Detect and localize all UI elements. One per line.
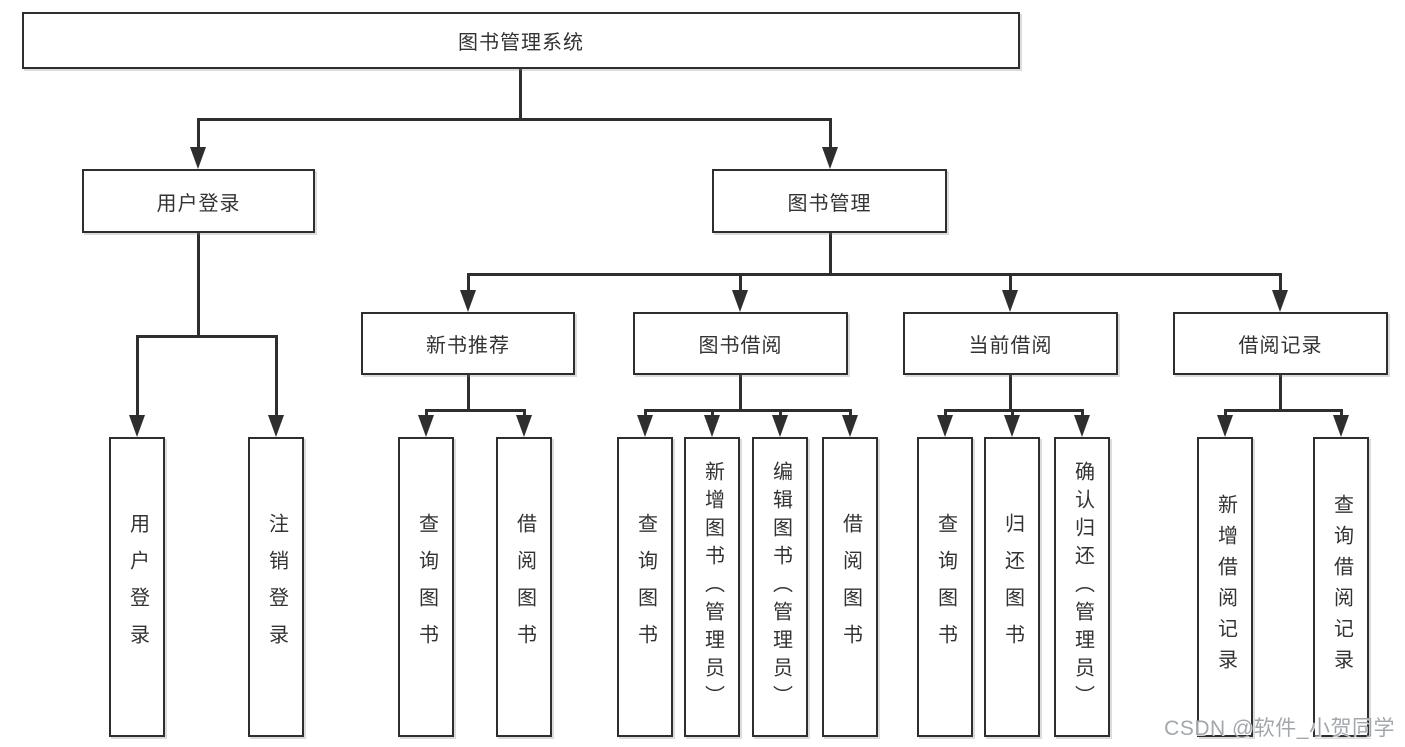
connector-line xyxy=(1340,409,1343,418)
connector-line xyxy=(1224,409,1343,412)
node-return-books: 归还图书 xyxy=(984,437,1040,737)
node-logout: 注销登录 xyxy=(248,437,304,737)
node-label: 查询图书 xyxy=(634,513,657,661)
node-query-books-borrow: 查询图书 xyxy=(617,437,673,737)
connector-line xyxy=(197,118,200,150)
node-new-book-recommendation: 新书推荐 xyxy=(361,312,575,375)
arrow-down-icon xyxy=(937,415,953,437)
connector-line xyxy=(1224,409,1227,418)
node-query-books-current: 查询图书 xyxy=(917,437,973,737)
arrow-down-icon xyxy=(190,147,206,169)
connector-line xyxy=(1081,409,1084,418)
node-label: 新书推荐 xyxy=(426,335,510,357)
node-label: 借阅图书 xyxy=(513,513,536,661)
connector-line xyxy=(944,409,1084,412)
connector-line xyxy=(739,273,742,292)
connector-line xyxy=(1009,375,1012,411)
connector-line xyxy=(779,409,782,418)
node-borrow-books-recommend: 借阅图书 xyxy=(496,437,552,737)
node-label: 归还图书 xyxy=(1001,513,1024,661)
node-label: 查询借阅记录 xyxy=(1330,494,1353,680)
arrow-down-icon xyxy=(822,147,838,169)
node-add-borrow-record: 新增借阅记录 xyxy=(1197,437,1253,737)
node-label: 借阅记录 xyxy=(1238,335,1323,357)
connector-line xyxy=(275,335,278,417)
connector-line xyxy=(829,233,832,275)
connector-line xyxy=(644,409,852,412)
node-user-login-group: 用户登录 xyxy=(82,169,315,233)
connector-line xyxy=(467,273,470,292)
connector-line xyxy=(1279,375,1282,411)
node-query-borrow-record: 查询借阅记录 xyxy=(1313,437,1369,737)
node-confirm-return-admin: 确认归还（管理员） xyxy=(1054,437,1110,737)
connector-line xyxy=(197,233,200,337)
arrow-down-icon xyxy=(1074,415,1090,437)
node-label: 当前借阅 xyxy=(968,335,1053,357)
arrow-down-icon xyxy=(268,415,284,437)
connector-line xyxy=(1279,273,1282,292)
arrow-down-icon xyxy=(842,415,858,437)
node-label: 借阅图书 xyxy=(839,513,862,661)
node-label: 新增借阅记录 xyxy=(1214,494,1237,680)
node-book-borrowing: 图书借阅 xyxy=(633,312,848,375)
node-library-management-system: 图书管理系统 xyxy=(22,12,1020,69)
node-query-books-recommend: 查询图书 xyxy=(398,437,454,737)
connector-line xyxy=(467,273,1282,276)
connector-line xyxy=(1011,409,1014,418)
node-borrow-books-borrow: 借阅图书 xyxy=(822,437,878,737)
connector-line xyxy=(829,118,832,150)
arrow-down-icon xyxy=(704,415,720,437)
connector-line xyxy=(136,335,139,417)
connector-line xyxy=(849,409,852,418)
arrow-down-icon xyxy=(1002,290,1018,312)
connector-line xyxy=(519,69,522,120)
node-label: 图书管理 xyxy=(787,192,872,215)
connector-line xyxy=(523,409,526,418)
arrow-down-icon xyxy=(1004,415,1020,437)
watermark: CSDN @软件_小贺同学 xyxy=(1164,717,1395,740)
node-label: 确认归还（管理员） xyxy=(1071,461,1094,713)
node-label: 图书借阅 xyxy=(698,335,783,357)
connector-line xyxy=(644,409,647,418)
arrow-down-icon xyxy=(772,415,788,437)
arrow-down-icon xyxy=(129,415,145,437)
node-label: 编辑图书（管理员） xyxy=(769,461,792,713)
arrow-down-icon xyxy=(637,415,653,437)
arrow-down-icon xyxy=(1217,415,1233,437)
arrow-down-icon xyxy=(516,415,532,437)
node-label: 用户登录 xyxy=(156,192,241,215)
connector-line xyxy=(425,409,526,412)
arrow-down-icon xyxy=(732,290,748,312)
connector-line xyxy=(197,118,832,121)
node-label: 查询图书 xyxy=(415,513,438,661)
connector-line xyxy=(425,409,428,418)
connector-line xyxy=(944,409,947,418)
connector-line xyxy=(711,409,714,418)
node-label: 查询图书 xyxy=(934,513,957,661)
arrow-down-icon xyxy=(418,415,434,437)
arrow-down-icon xyxy=(1272,290,1288,312)
node-label: 新增图书（管理员） xyxy=(701,461,724,713)
node-book-management: 图书管理 xyxy=(712,169,947,233)
node-user-login: 用户登录 xyxy=(109,437,165,737)
node-current-borrowing: 当前借阅 xyxy=(903,312,1118,375)
connector-line xyxy=(467,375,470,411)
connector-line xyxy=(136,335,278,338)
connector-line xyxy=(1009,273,1012,292)
connector-line xyxy=(739,375,742,411)
node-label: 注销登录 xyxy=(265,513,288,661)
arrow-down-icon xyxy=(460,290,476,312)
node-borrowing-records: 借阅记录 xyxy=(1173,312,1388,375)
node-add-book-admin: 新增图书（管理员） xyxy=(684,437,740,737)
node-label: 用户登录 xyxy=(126,513,149,661)
arrow-down-icon xyxy=(1333,415,1349,437)
node-edit-book-admin: 编辑图书（管理员） xyxy=(752,437,808,737)
node-label: 图书管理系统 xyxy=(458,32,584,54)
